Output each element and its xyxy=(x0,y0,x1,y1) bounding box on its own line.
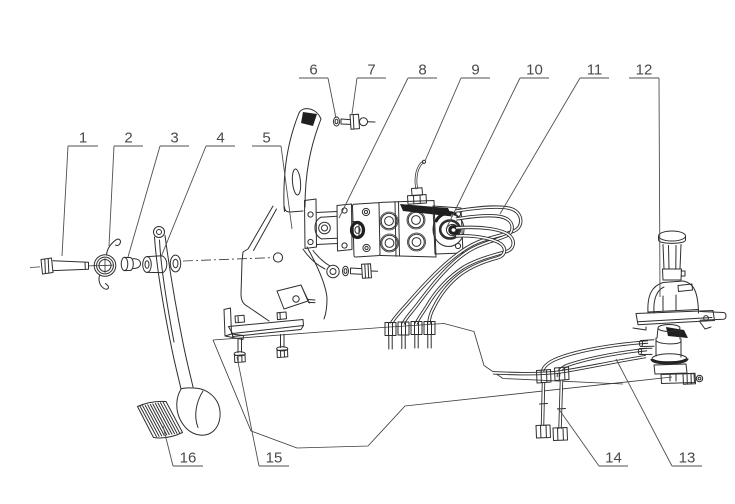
callout-12-number: 12 xyxy=(636,62,653,79)
pivot-centerline xyxy=(29,257,274,268)
callout-8: 8 xyxy=(338,62,437,219)
callout-3: 3 xyxy=(127,130,189,258)
callout-10: 10 xyxy=(445,62,549,230)
callout-15-number: 15 xyxy=(266,450,283,467)
callout-10-number: 10 xyxy=(526,62,543,79)
callout-5-number: 5 xyxy=(262,130,270,147)
part-7-bolt xyxy=(340,113,376,130)
part-14-pipes xyxy=(535,366,570,441)
callout-13-number: 13 xyxy=(679,450,696,467)
callout-13: 13 xyxy=(615,358,702,467)
part-9-outlet-fitting-tube xyxy=(407,159,427,205)
part-11-brake-pipes xyxy=(384,205,523,350)
callout-9: 9 xyxy=(424,62,490,162)
part-5-bracket xyxy=(223,108,353,340)
callout-11-number: 11 xyxy=(587,62,603,79)
part-16-pedal-pad xyxy=(137,400,183,439)
part-16-pedal-arm xyxy=(153,226,221,436)
callout-8-number: 8 xyxy=(418,62,426,79)
callout-15: 15 xyxy=(236,356,289,467)
part-1-pivot-bolt xyxy=(40,257,89,275)
callout-3-number: 3 xyxy=(170,130,178,147)
callout-1: 1 xyxy=(61,130,98,257)
part-13-hoses xyxy=(492,340,649,378)
callout-5: 5 xyxy=(252,130,293,230)
part-10-master-cylinder xyxy=(349,200,465,258)
callouts: 1 2 3 4 5 6 7 8 xyxy=(61,62,702,467)
pipe-bulkhead-fittings xyxy=(384,321,436,350)
callout-7: 7 xyxy=(351,62,386,115)
callout-2-number: 2 xyxy=(124,130,132,147)
callout-12: 12 xyxy=(629,62,661,298)
lower-bolt-set xyxy=(326,263,378,279)
part-6-lock-washer xyxy=(333,116,340,127)
callout-2: 2 xyxy=(108,130,143,247)
part-4-bushing xyxy=(142,255,168,274)
callout-6-number: 6 xyxy=(309,62,317,79)
callout-14-number: 14 xyxy=(605,450,622,467)
callout-1-number: 1 xyxy=(79,130,87,147)
callout-6: 6 xyxy=(299,62,337,119)
part-15-mounting-bolts xyxy=(233,333,289,363)
callout-7-number: 7 xyxy=(367,62,375,79)
part-2-return-spring xyxy=(93,238,121,290)
callout-16: 16 xyxy=(162,425,203,467)
part-12-reservoir xyxy=(632,230,727,385)
panel-outline xyxy=(212,323,673,449)
part-3-washer xyxy=(120,256,141,272)
callout-16-number: 16 xyxy=(180,450,197,467)
callout-14: 14 xyxy=(557,407,628,467)
callout-4-number: 4 xyxy=(216,130,224,147)
callout-4: 4 xyxy=(160,130,235,258)
callout-9-number: 9 xyxy=(471,62,479,79)
callout-11: 11 xyxy=(499,62,609,215)
